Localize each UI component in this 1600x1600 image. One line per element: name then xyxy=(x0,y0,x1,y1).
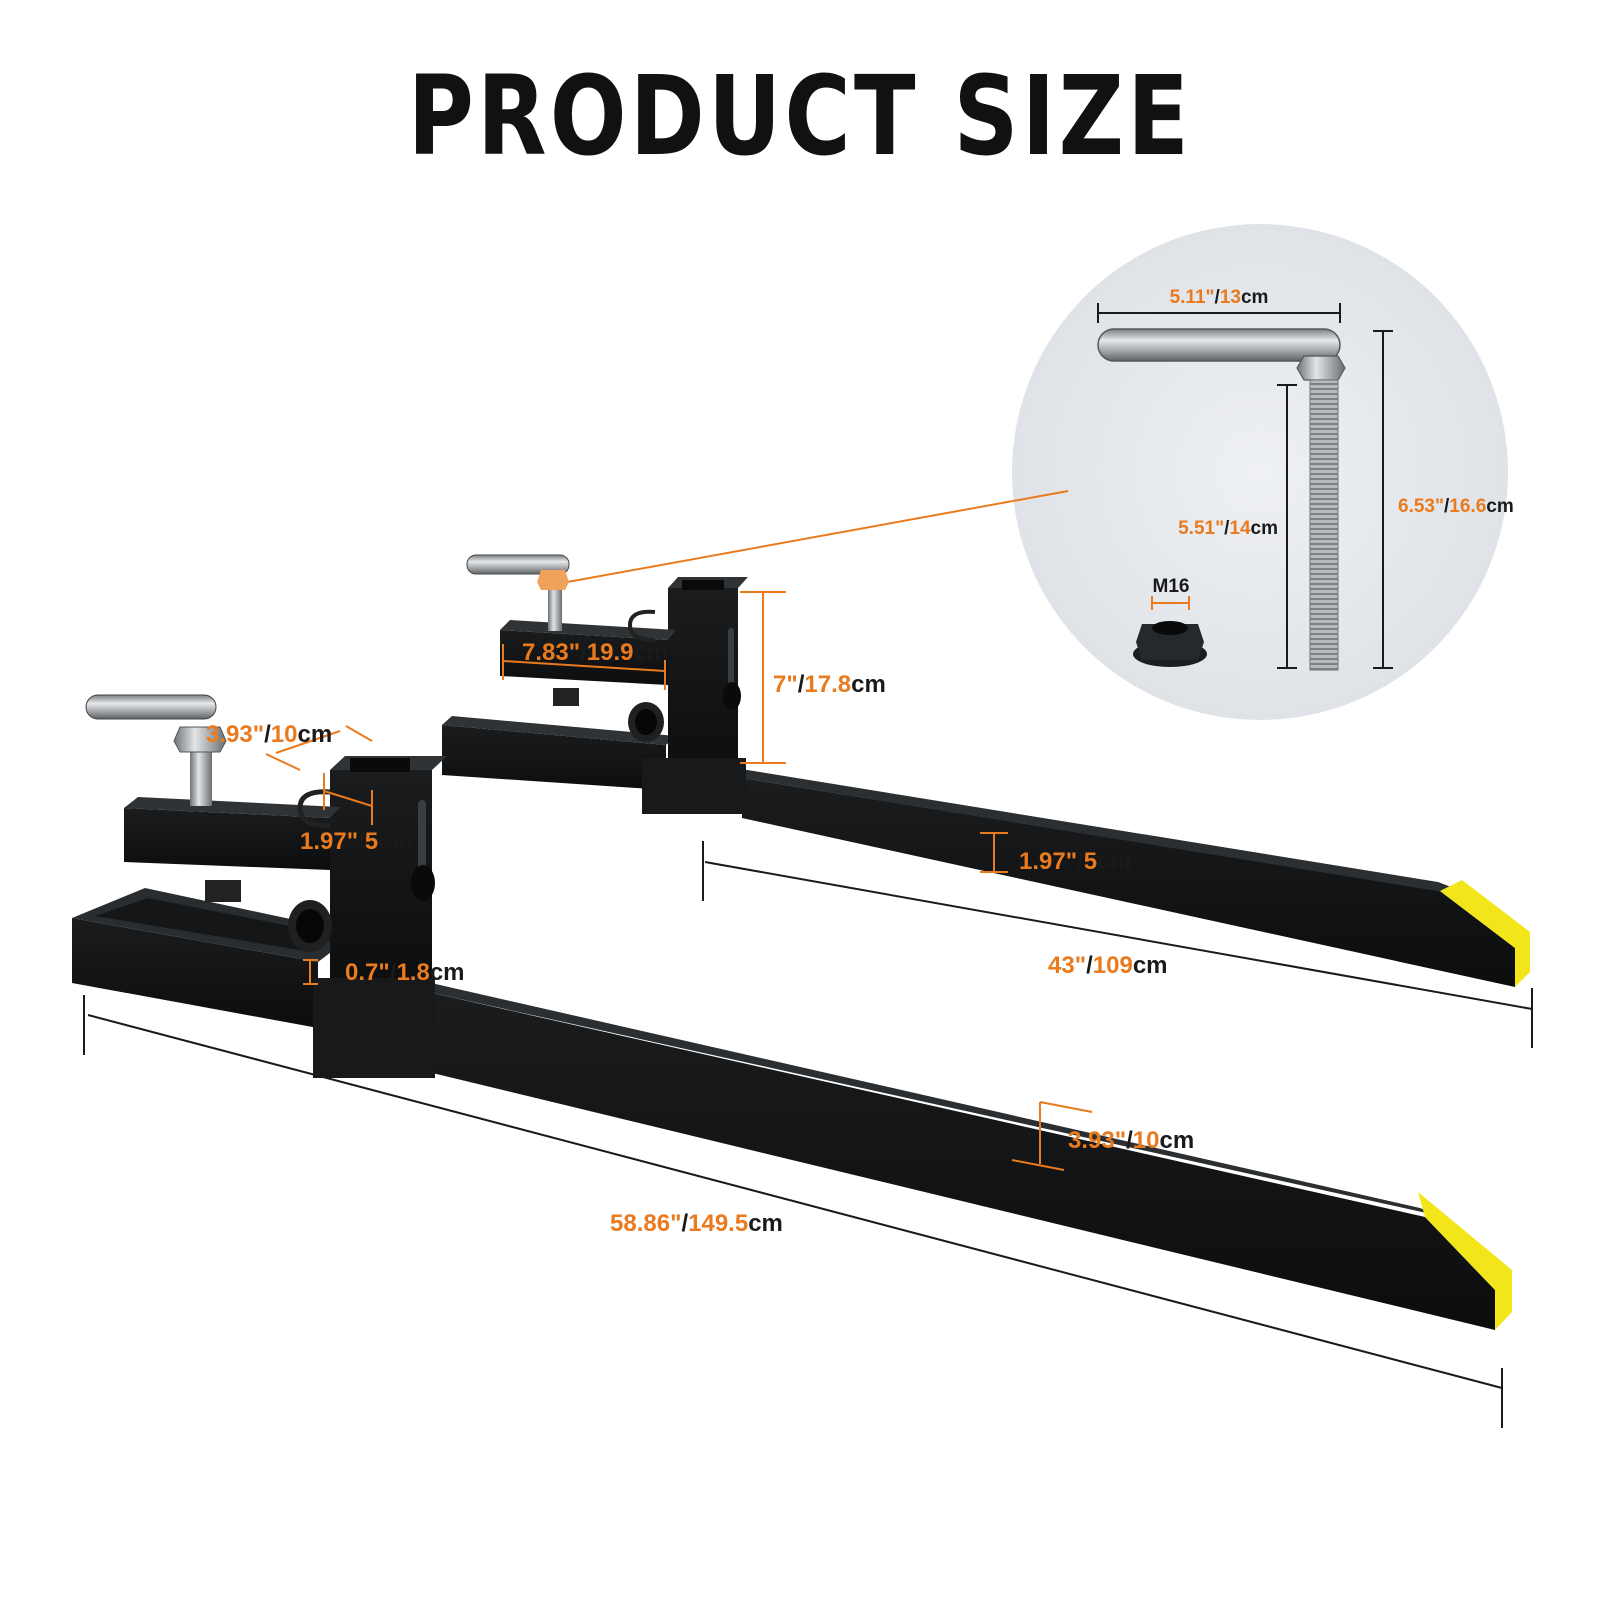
fork-length-label: 58.86"/149.5cm xyxy=(610,1210,783,1237)
bolt-handle-icon xyxy=(1097,328,1341,362)
m16-nut-icon xyxy=(1133,621,1207,667)
bolt-detail-inset: 5.11"/13cm 5.51"/14cm 6.53"/16.6cm M16 xyxy=(1012,224,1514,720)
fork-height-label: 3.93"/10cm xyxy=(1068,1127,1194,1154)
tube-width-label: 1.97"/5cm xyxy=(300,828,413,855)
inner-width-label: 7.83"/19.9cm xyxy=(522,639,668,666)
callout-leader-line xyxy=(561,490,1069,584)
overall-length-label: 6.53"/16.6cm xyxy=(1398,496,1514,517)
thread-length-label: 5.51"/14cm xyxy=(1178,518,1278,539)
threaded-rod-icon xyxy=(1309,379,1339,671)
height-label: 7"/17.8cm xyxy=(773,671,886,698)
short-fork-height-label: 1.97"/5cm xyxy=(1019,848,1132,875)
top-width-label: 3.93"/10cm xyxy=(206,721,332,748)
back-fork-tip xyxy=(1440,880,1530,987)
bolt-head-icon xyxy=(1296,355,1346,381)
front-fork-tip xyxy=(1418,1192,1512,1330)
back-fork xyxy=(442,554,1530,987)
front-fork-bar-side xyxy=(420,992,1495,1330)
dimension-lines: 7.83"/19.9cm 7"/17.8cm 1.97"/5cm 43"/109… xyxy=(83,591,1533,1428)
nut-size-label: M16 xyxy=(1153,576,1190,597)
front-fork xyxy=(72,694,1512,1330)
short-fork-length-label: 43"/109cm xyxy=(1048,952,1168,979)
back-fork-bar-side xyxy=(742,778,1515,987)
page-title: PRODUCT SIZE xyxy=(407,52,1193,180)
handle-length-label: 5.11"/13cm xyxy=(1170,287,1269,308)
offset-label: 0.7"/1.8cm xyxy=(345,959,465,986)
